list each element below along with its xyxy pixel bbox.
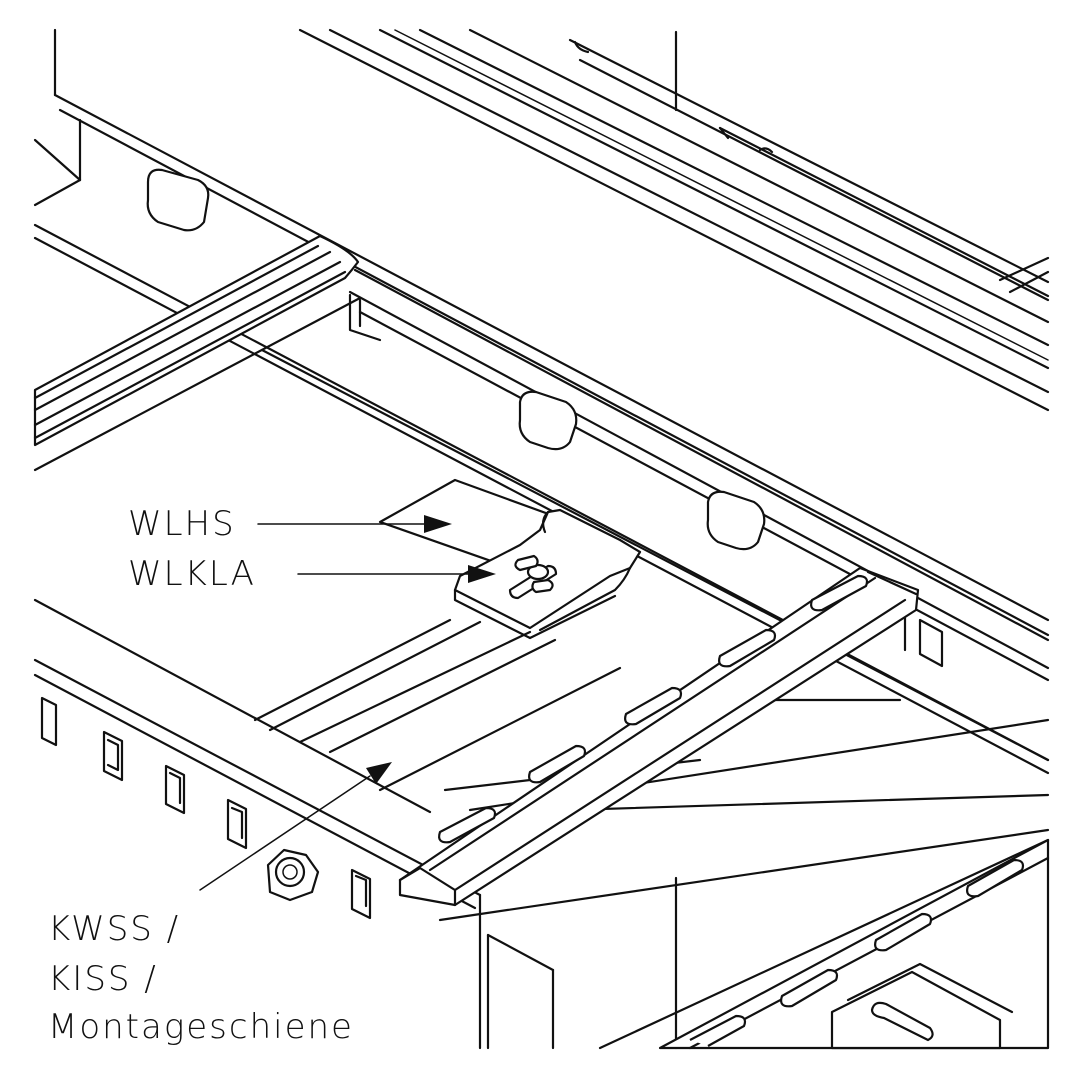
left-front-wall	[33, 658, 555, 1050]
label-kiss: KISS /	[48, 959, 158, 999]
arrow-wlkla	[468, 565, 496, 583]
callout-arrows	[199, 515, 496, 891]
lower-slotted-rung	[658, 838, 1050, 1050]
upper-right-tray	[298, 28, 1050, 412]
slotted-rung	[398, 566, 920, 907]
label-montageschiene: Montageschiene	[48, 1007, 354, 1047]
arrow-wlhs	[424, 515, 452, 533]
arrow-mounting-rail	[366, 762, 392, 784]
clamp-assembly	[378, 478, 642, 640]
label-wlhs: WLHS	[128, 504, 236, 544]
label-wlkla: WLKLA	[128, 554, 256, 594]
middle-side-rail	[260, 268, 1050, 762]
tray-floor	[33, 598, 1050, 1050]
label-kwss: KWSS /	[48, 909, 181, 949]
left-cross-rung	[33, 234, 362, 472]
